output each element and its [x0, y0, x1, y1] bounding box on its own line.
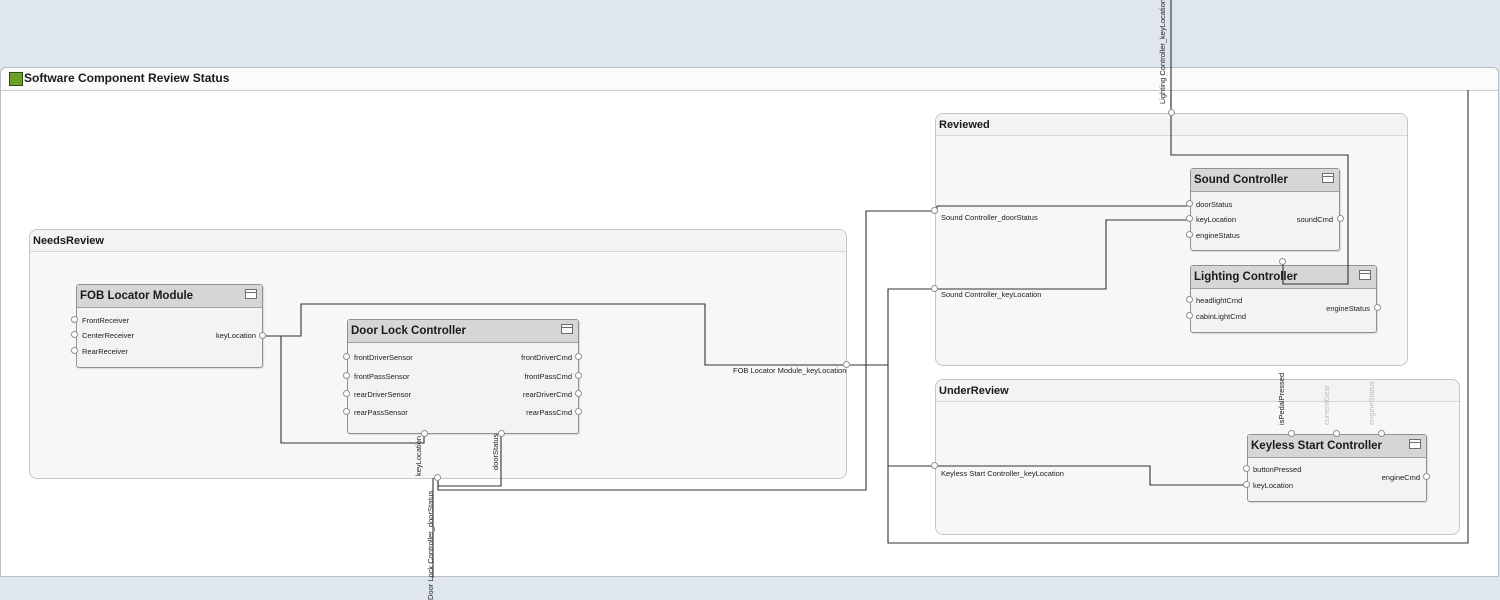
port-label: soundCmd [1296, 215, 1333, 224]
connector-line [937, 465, 1247, 486]
port-label: cabinLightCmd [1196, 312, 1247, 321]
component-type-icon [1322, 173, 1334, 183]
port-label: headlightCmd [1196, 296, 1243, 305]
component-keyless-start-controller[interactable]: Keyless Start Controller buttonPressed k… [1247, 434, 1427, 502]
connector-line [1170, 90, 1349, 285]
port-connector[interactable] [575, 408, 582, 415]
port-connector[interactable] [1337, 215, 1344, 222]
port-label: engineStatus [1196, 231, 1240, 240]
canvas-header: Software Component Review Status [1, 68, 1498, 91]
port-label: doorStatus [1196, 200, 1233, 209]
port-connector[interactable] [931, 285, 938, 292]
port-label: rearPassSensor [354, 408, 408, 417]
connector-line [437, 210, 932, 491]
port-label: keyLocation [414, 435, 423, 476]
component-title: Sound Controller [1194, 174, 1288, 186]
port-label: engineCmd [1381, 473, 1420, 482]
group-title: UnderReview [939, 385, 1009, 397]
connector-line [937, 219, 1190, 290]
port-connector[interactable] [843, 361, 850, 368]
connector-line [280, 336, 425, 444]
port-connector[interactable] [421, 430, 428, 437]
port-connector[interactable] [498, 430, 505, 437]
group-port-label: FOB Locator Module_keyLocation [733, 366, 847, 375]
port-label: isPedalPressed [1277, 372, 1286, 425]
port-label: FrontReceiver [82, 316, 130, 325]
component-type-icon [1409, 439, 1421, 449]
connector-line [887, 365, 932, 467]
port-label: buttonPressed [1253, 465, 1302, 474]
component-icon [9, 72, 23, 86]
component-sound-controller[interactable]: Sound Controller doorStatus keyLocation … [1190, 168, 1340, 251]
port-label: doorStatus [491, 433, 500, 470]
port-connector[interactable] [575, 390, 582, 397]
port-label: frontDriverCmd [521, 353, 572, 362]
connector-line [850, 288, 932, 366]
port-connector[interactable] [1333, 430, 1340, 437]
port-label: RearReceiver [82, 347, 128, 356]
port-connector[interactable] [343, 372, 350, 379]
group-port-label: Sound Controller_keyLocation [941, 290, 1042, 299]
connector-line [887, 90, 1469, 544]
root-port-label: Lighting Controller_keyLocation [1158, 0, 1167, 104]
port-connector[interactable] [71, 331, 78, 338]
port-connector[interactable] [1243, 465, 1250, 472]
group-port-label: Keyless Start Controller_keyLocation [941, 469, 1064, 478]
root-port-label: Door Lock Controller_doorStatus [426, 490, 435, 600]
port-connector[interactable] [575, 353, 582, 360]
port-connector[interactable] [931, 462, 938, 469]
port-connector[interactable] [1168, 109, 1175, 116]
port-connector[interactable] [1186, 215, 1193, 222]
component-title: Lighting Controller [1194, 271, 1298, 283]
port-label: currentGear [1322, 384, 1331, 425]
port-connector[interactable] [931, 207, 938, 214]
port-label: keyLocation [215, 331, 256, 340]
component-title: Door Lock Controller [351, 325, 467, 337]
group-title: NeedsReview [33, 235, 104, 247]
port-label: frontPassSensor [354, 372, 410, 381]
port-connector[interactable] [1186, 312, 1193, 319]
port-connector[interactable] [71, 347, 78, 354]
port-connector[interactable] [259, 332, 266, 339]
port-connector[interactable] [1423, 473, 1430, 480]
port-connector[interactable] [1378, 430, 1385, 437]
canvas-title: Software Component Review Status [24, 71, 230, 85]
component-title: Keyless Start Controller [1251, 440, 1383, 452]
port-label: rearPassCmd [526, 408, 572, 417]
port-connector[interactable] [575, 372, 582, 379]
port-label: keyLocation [1196, 215, 1237, 224]
port-connector[interactable] [71, 316, 78, 323]
group-port-label: Sound Controller_doorStatus [941, 213, 1038, 222]
port-label: engineStatus [1326, 304, 1370, 313]
component-type-icon [245, 289, 257, 299]
connector-line [263, 303, 843, 366]
port-connector[interactable] [1243, 481, 1250, 488]
component-type-icon [1359, 270, 1371, 280]
port-label: rearDriverCmd [522, 390, 572, 399]
port-label: frontPassCmd [524, 372, 572, 381]
port-label: engineStatus [1367, 381, 1376, 425]
component-title: FOB Locator Module [80, 290, 194, 302]
port-label: keyLocation [1253, 481, 1294, 490]
component-type-icon [561, 324, 573, 334]
port-connector[interactable] [1186, 231, 1193, 238]
port-connector[interactable] [1288, 430, 1295, 437]
connector-lines [263, 0, 1469, 578]
port-connector[interactable] [343, 408, 350, 415]
port-connector[interactable] [1186, 200, 1193, 207]
port-label: frontDriverSensor [354, 353, 413, 362]
port-connector[interactable] [1279, 258, 1286, 265]
component-fob-locator-module[interactable]: FOB Locator Module FrontReceiver CenterR… [76, 284, 263, 368]
port-connector[interactable] [343, 353, 350, 360]
port-connector[interactable] [434, 474, 441, 481]
group-title: Reviewed [939, 119, 990, 131]
port-connector[interactable] [343, 390, 350, 397]
connector-line [936, 205, 1190, 211]
port-label: rearDriverSensor [354, 390, 412, 399]
port-connector[interactable] [1186, 296, 1193, 303]
port-label: CenterReceiver [82, 331, 135, 340]
port-connector[interactable] [1374, 304, 1381, 311]
